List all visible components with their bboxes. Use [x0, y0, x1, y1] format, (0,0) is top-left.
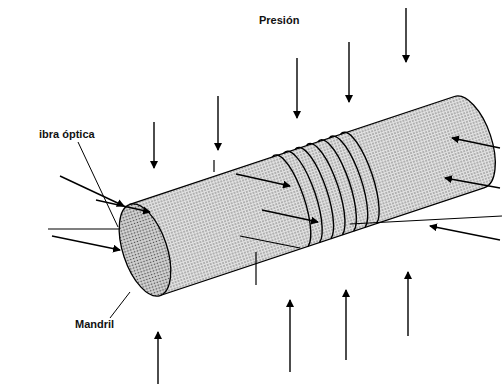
pressure-label: Presión — [258, 14, 300, 27]
mandrel — [109, 89, 502, 303]
fiber-winding — [306, 139, 353, 237]
mandrel-label: Mandril — [74, 318, 115, 331]
fiber-winding — [295, 143, 342, 241]
fiber-label: ibra óptica — [38, 128, 96, 141]
pressure-arrows — [52, 8, 500, 384]
fiber-winding — [329, 132, 376, 230]
fiber-winding — [272, 151, 319, 249]
fiber-winding — [283, 147, 330, 245]
hidden-arrow-stubs — [214, 160, 300, 285]
fiber-winding — [340, 128, 387, 226]
fiber-winding — [317, 135, 364, 233]
